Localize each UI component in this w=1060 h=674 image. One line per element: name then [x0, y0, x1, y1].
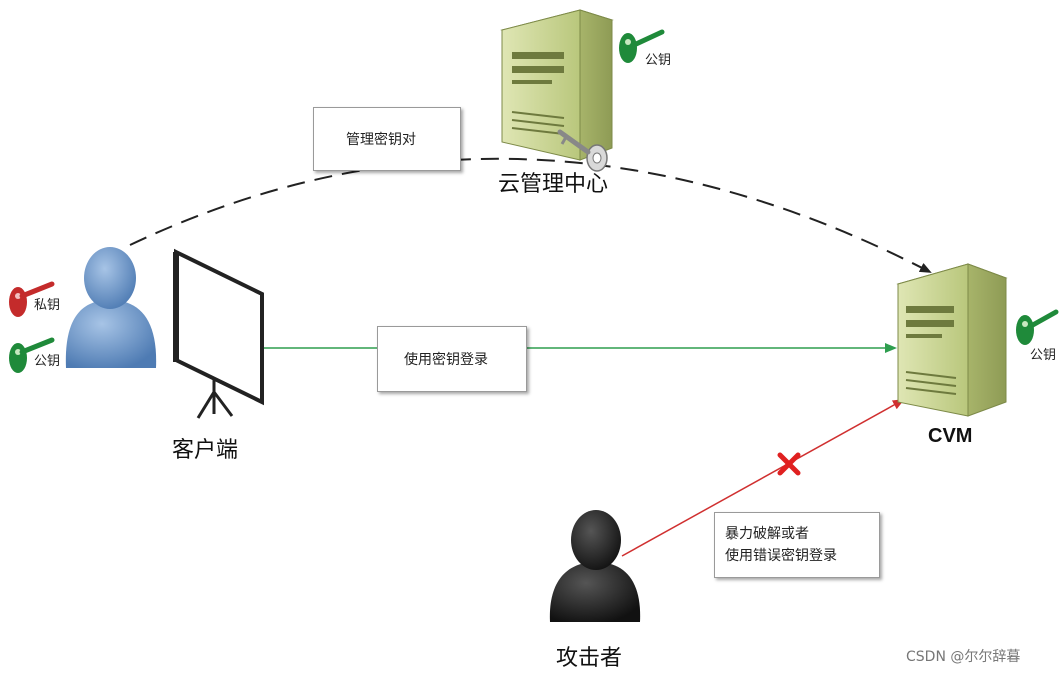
cloud-public-key-label: 公钥: [645, 53, 672, 68]
manage-keypair-text: 管理密钥对: [346, 132, 416, 148]
silver-key-icon: [557, 129, 608, 172]
client-private-key-label: 私钥: [34, 298, 61, 313]
blocked-x-icon: [777, 452, 801, 476]
cvm-public-key-icon: [1016, 309, 1059, 345]
cloud-center-label: 云管理中心: [498, 172, 609, 197]
cloud-server-icon: [500, 9, 614, 161]
client-private-key-icon: [9, 281, 55, 317]
client-screen-icon: [173, 248, 264, 419]
cloud-public-key-icon: [619, 29, 665, 63]
client-person-icon: [65, 247, 157, 368]
client-public-key-icon: [9, 337, 55, 373]
attacker-label: 攻击者: [556, 646, 623, 671]
attack-text-line2: 使用错误密钥登录: [725, 548, 837, 564]
login-with-key-label: 使用密钥登录: [377, 326, 527, 392]
attack-label: 暴力破解或者 使用错误密钥登录: [714, 512, 880, 578]
watermark: CSDN @尔尔辞暮: [906, 649, 1021, 665]
attacker-person-icon: [549, 510, 641, 622]
attack-text-line1: 暴力破解或者: [725, 526, 809, 542]
login-with-key-text: 使用密钥登录: [404, 352, 488, 368]
client-label: 客户端: [172, 438, 239, 463]
client-public-key-label: 公钥: [34, 354, 61, 369]
cvm-server-icon: [896, 263, 1008, 417]
manage-keypair-arc: [129, 157, 932, 273]
attack-arrow: [621, 399, 905, 557]
cvm-label: CVM: [928, 425, 973, 447]
cvm-public-key-label: 公钥: [1030, 348, 1057, 363]
manage-keypair-label: 管理密钥对: [313, 107, 461, 171]
